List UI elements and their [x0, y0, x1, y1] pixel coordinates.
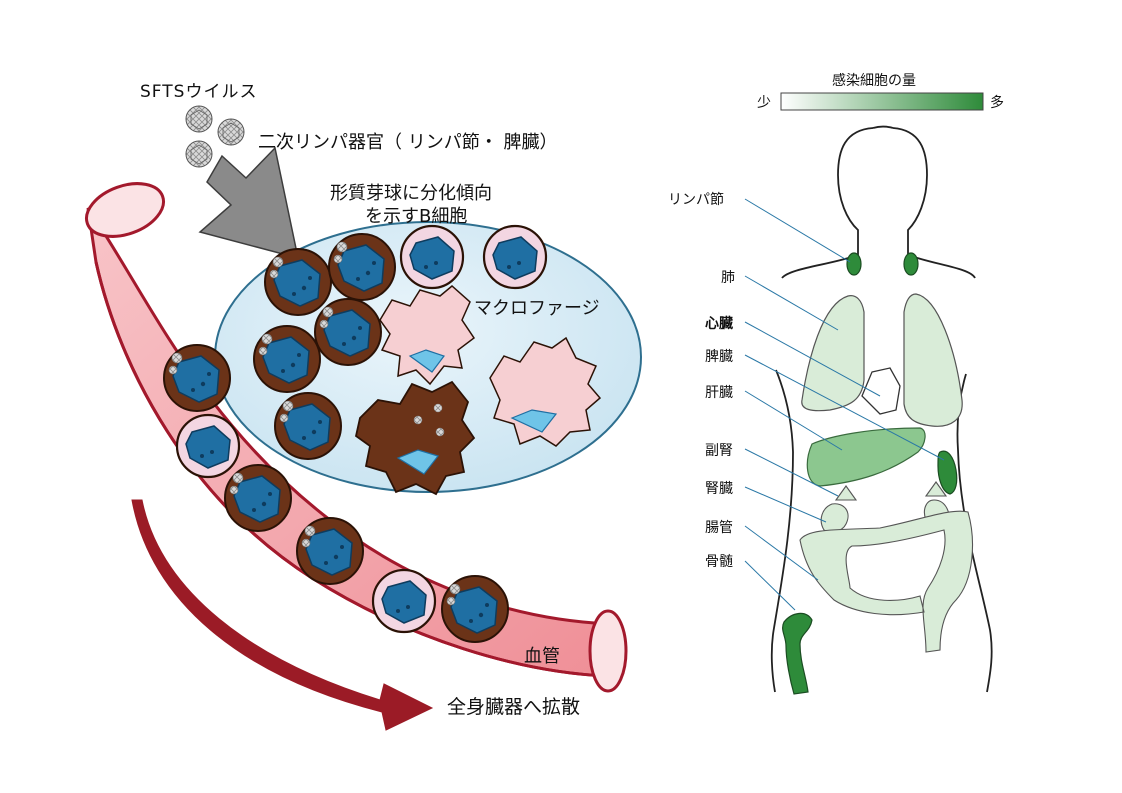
spleen	[937, 450, 958, 495]
organ-label-spleen: 脾臓	[705, 349, 733, 365]
virus-particle-icon	[185, 105, 213, 133]
organ-label-heart: 心臓	[705, 315, 733, 332]
organ-label-intestine: 腸管	[705, 520, 733, 536]
bcell-label-line2: を示すB細胞	[365, 206, 467, 227]
virus-particle-icon	[217, 118, 245, 146]
virus-particle-icon	[185, 140, 213, 168]
bone-marrow	[782, 612, 813, 695]
infected-cell	[441, 575, 509, 643]
infected-cell	[328, 233, 396, 301]
intestine	[799, 510, 973, 653]
legend-high-label: 多	[990, 94, 1004, 111]
b-cell	[399, 224, 465, 290]
lymph-node-left	[846, 252, 862, 276]
organ-label-bone-marrow: 骨髄	[705, 554, 733, 570]
infection-legend: 感染細胞の量 少 多	[757, 72, 1004, 111]
adrenal-right	[924, 481, 948, 497]
organ-label: 二次リンパ器官（ リンパ節・ 脾臓）	[258, 132, 557, 153]
right-panel: 感染細胞の量 少 多	[668, 72, 1004, 695]
heart	[861, 367, 901, 415]
bcell-label-line1: 形質芽球に分化傾向	[330, 183, 492, 204]
organ-label-kidney: 腎臓	[705, 481, 733, 497]
macrophage-cell	[379, 285, 476, 386]
kidney-left	[820, 503, 849, 533]
infected-cell	[264, 248, 332, 316]
infected-cell	[314, 298, 382, 366]
macrophages	[354, 285, 602, 496]
lymph-node-right	[903, 252, 919, 276]
adrenal-left	[834, 485, 858, 501]
liver	[806, 427, 926, 487]
infected-cell	[163, 344, 231, 412]
infected-cell	[274, 392, 342, 460]
grey-arrow-icon	[198, 146, 299, 260]
legend-gradient-bar	[780, 92, 984, 111]
macrophage-label: マクロファージ	[474, 298, 600, 319]
b-cell	[371, 568, 437, 634]
virus-label: SFTSウイルス	[140, 82, 257, 102]
infected-macrophage-cell	[354, 380, 476, 496]
left-panel: SFTSウイルス 二次リンパ器官（ リンパ節・ 脾臓） 形質芽球に分化傾向 を示…	[85, 82, 642, 731]
organ-label-liver: 肝臓	[705, 385, 733, 401]
organ-label-adrenal: 副腎	[705, 443, 733, 459]
b-cell	[482, 224, 548, 290]
spread-label: 全身臓器へ拡散	[447, 696, 580, 718]
leader-lines	[744, 198, 945, 611]
organ-label-lung: 肺	[721, 270, 735, 286]
organ-labels: リンパ節 肺 心臓 脾臓 肝臓 副腎 腎臓 腸管 骨髄	[668, 191, 735, 570]
infected-cell	[224, 464, 292, 532]
organs	[782, 252, 973, 695]
infected-cell	[253, 325, 321, 393]
vessel-opening-bottom	[588, 609, 628, 693]
vessel-opening-top	[85, 182, 165, 238]
lung-left	[801, 295, 865, 412]
sfts-virus-group	[185, 105, 245, 168]
b-cell	[175, 413, 241, 479]
infected-cell	[296, 517, 364, 585]
organ-label-lymph-node: リンパ節	[668, 191, 724, 208]
lung-right	[903, 293, 963, 427]
vessel-label: 血管	[524, 646, 560, 667]
legend-title: 感染細胞の量	[832, 72, 916, 89]
spread-arrow-icon	[131, 499, 434, 731]
legend-low-label: 少	[757, 95, 771, 111]
